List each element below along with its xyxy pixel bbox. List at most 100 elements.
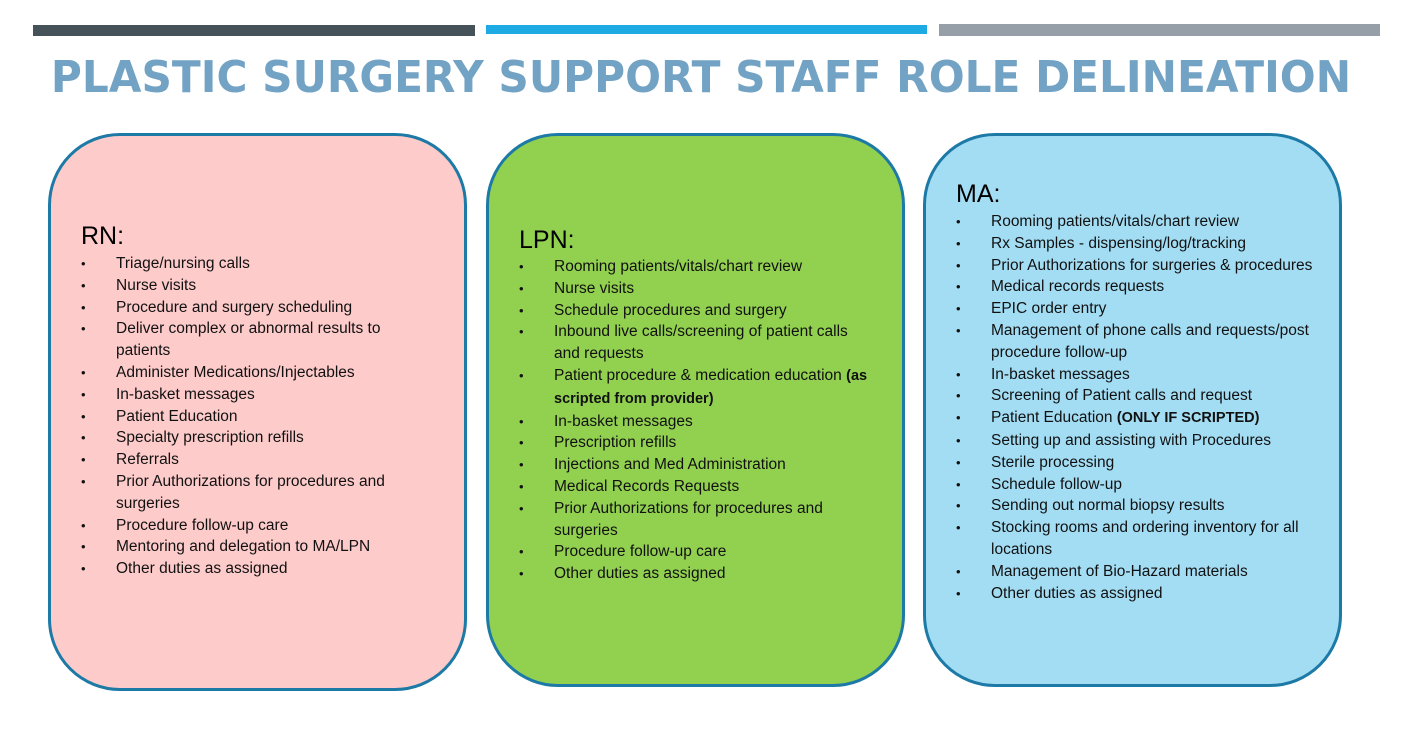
bullet-icon: • — [956, 585, 961, 601]
duty-text: Triage/nursing calls — [116, 255, 250, 272]
ma-duty-item: •In-basket messages — [956, 364, 1316, 386]
bullet-icon: • — [81, 473, 86, 489]
duty-text: Administer Medications/Injectables — [116, 363, 355, 381]
lpn-duty-item: • Inbound live calls/screening of patient… — [519, 321, 869, 365]
duty-text: Rooming patients/vitals/chart review — [991, 213, 1240, 230]
duty-text: Management of phone calls and requests/p… — [991, 321, 1309, 361]
ma-duty-item: • Rooming patients/vitals/chart review — [956, 211, 1316, 233]
bullet-icon: • — [519, 367, 524, 383]
rn-duty-item: •Specialty prescription refills — [81, 427, 431, 449]
duty-text: Rx Samples - dispensing/log/tracking — [991, 234, 1247, 252]
ma-duty-item: • Screening of Patient calls and request — [956, 385, 1316, 407]
rn-duty-list: •Triage/nursing calls•Nurse visits•Proce… — [81, 253, 431, 580]
ma-duty-item: •EPIC order entry — [956, 298, 1316, 320]
bullet-icon: • — [956, 454, 961, 470]
duty-text: Procedure follow-up care — [116, 516, 289, 534]
ma-duty-item: •Medical records requests — [956, 276, 1316, 298]
bullet-icon: • — [81, 517, 86, 533]
ma-duty-item: • Other duties as assigned — [956, 583, 1316, 605]
bullet-icon: • — [81, 386, 86, 402]
bullet-icon: • — [81, 277, 86, 293]
bullet-icon: • — [956, 235, 961, 251]
duty-emphasis: (ONLY IF SCRIPTED) — [1116, 410, 1260, 427]
duty-text: EPIC order entry — [991, 300, 1107, 318]
bullet-icon: • — [519, 544, 524, 560]
ma-duty-item: •Stocking rooms and ordering inventory f… — [956, 517, 1316, 561]
bullet-icon: • — [519, 457, 524, 473]
bullet-icon: • — [956, 476, 961, 492]
lpn-duty-item: • Patient procedure & medication educatio… — [519, 365, 869, 411]
rn-heading: RN: — [81, 222, 125, 250]
duty-emphasis: (as scripted from provider) — [554, 367, 868, 407]
ma-duty-item: • Sterile processing — [956, 452, 1316, 474]
duty-text: Nurse visits — [116, 276, 197, 294]
ma-heading: MA: — [956, 180, 1001, 208]
lpn-duty-item: • Medical Records Requests — [519, 476, 869, 498]
duty-text: Rooming patients/vitals/chart review — [554, 258, 803, 275]
rn-duty-item: •Other duties as assigned — [81, 558, 431, 580]
duty-text: Patient Education — [116, 407, 238, 425]
rn-duty-item: •Administer Medications/Injectables — [81, 362, 431, 384]
duty-text: Sterile processing — [991, 453, 1115, 471]
bullet-icon: • — [956, 563, 961, 579]
rn-duty-item: •Mentoring and delegation to MA/LPN — [81, 536, 431, 558]
lpn-duty-item: • Schedule procedures and surgery — [519, 300, 869, 322]
bullet-icon: • — [519, 302, 524, 318]
bullet-icon: • — [81, 408, 86, 424]
duty-text: Prior Authorizations for procedures and … — [554, 499, 823, 539]
rn-role-card: RN: •Triage/nursing calls•Nurse visits•P… — [48, 133, 467, 691]
duty-text: In-basket messages — [554, 412, 693, 430]
bullet-icon: • — [956, 432, 961, 448]
bullet-icon: • — [519, 259, 524, 274]
duty-text: Injections and Med Administration — [554, 456, 786, 474]
ma-duty-item: • Management of phone calls and requests/… — [956, 320, 1316, 364]
duty-text: Sending out normal biopsy results — [991, 497, 1225, 515]
bullet-icon: • — [81, 299, 86, 315]
bullet-icon: • — [956, 322, 961, 338]
duty-text: Patient procedure & medication education — [554, 366, 847, 384]
bullet-icon: • — [519, 500, 524, 516]
duty-text: Referrals — [116, 451, 179, 469]
bullet-icon: • — [956, 279, 961, 295]
rn-duty-item: •In-basket messages — [81, 384, 431, 406]
bullet-icon: • — [519, 566, 524, 582]
duty-text: Setting up and assisting with Procedures — [991, 431, 1272, 449]
bullet-icon: • — [956, 410, 961, 426]
duty-text: Other duties as assigned — [991, 584, 1163, 602]
bullet-icon: • — [519, 435, 524, 451]
duty-text: Medical Records Requests — [554, 477, 740, 495]
duty-text: Schedule procedures and surgery — [554, 301, 787, 319]
rn-duty-item: • Patient Education — [81, 406, 431, 428]
rn-duty-item: •Triage/nursing calls — [81, 253, 431, 275]
bullet-icon: • — [81, 321, 86, 337]
bullet-icon: • — [519, 324, 524, 340]
lpn-duty-item: • Rooming patients/vitals/chart review — [519, 256, 869, 278]
lpn-duty-item: •Nurse visits — [519, 278, 869, 300]
rn-duty-item: •Prior Authorizations for procedures and… — [81, 471, 431, 515]
duty-text: Other duties as assigned — [554, 565, 726, 583]
bullet-icon: • — [519, 413, 524, 429]
lpn-duty-item: • Prior Authorizations for procedures and… — [519, 498, 869, 542]
lpn-duty-list: •Rooming patients/vitals/chart review•Nu… — [519, 256, 869, 585]
bullet-icon: • — [519, 478, 524, 494]
duty-text: Patient Education — [991, 409, 1117, 427]
duty-text: Screening of Patient calls and request — [991, 387, 1253, 405]
ma-duty-list: • Rooming patients/vitals/chart review • Rx… — [956, 211, 1316, 604]
rn-duty-item: • Procedure follow-up care — [81, 515, 431, 537]
rn-duty-item: • Nurse visits — [81, 275, 431, 297]
lpn-duty-item: • Injections and Med Administration — [519, 454, 869, 476]
ma-duty-item: •Schedule follow-up — [956, 474, 1316, 496]
lpn-duty-item: • In-basket messages — [519, 411, 869, 433]
decorative-bar-blue — [486, 25, 927, 34]
bullet-icon: • — [956, 214, 961, 229]
decorative-bar-dark — [33, 25, 475, 36]
bullet-icon: • — [956, 388, 961, 404]
duty-text: Inbound live calls/screening of patient … — [554, 323, 848, 363]
rn-duty-item: •Deliver complex or abnormal results to … — [81, 318, 431, 362]
duty-text: Nurse visits — [554, 279, 635, 297]
bullet-icon: • — [81, 430, 86, 446]
bullet-icon: • — [81, 539, 86, 555]
bullet-icon: • — [956, 498, 961, 514]
decorative-bar-gray — [939, 24, 1380, 36]
bullet-icon: • — [956, 520, 961, 536]
